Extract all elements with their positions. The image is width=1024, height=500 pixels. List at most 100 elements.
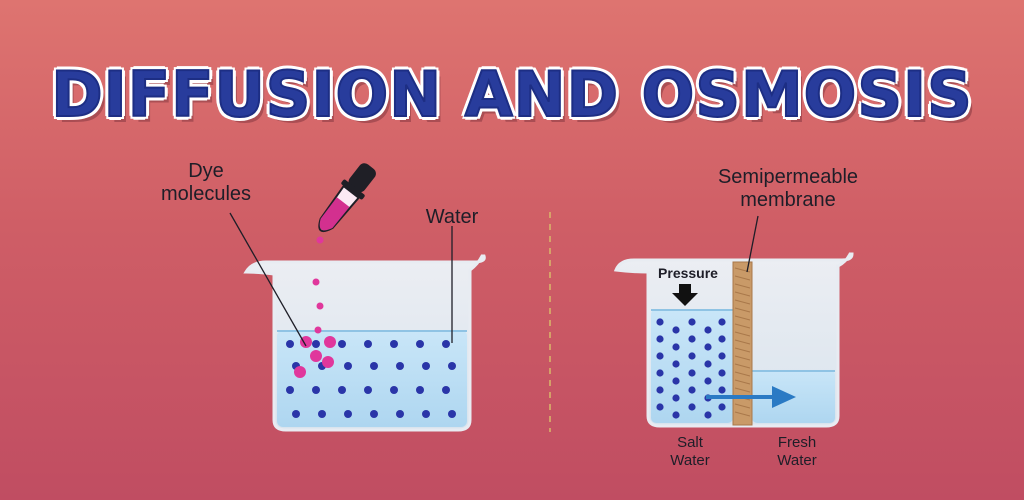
salt-water-molecule	[688, 352, 696, 360]
water-molecule	[448, 362, 456, 370]
membrane-texture-stroke	[734, 363, 751, 369]
diffusion-water-molecules	[286, 340, 456, 418]
salt-water-molecule	[672, 326, 680, 334]
water-molecule	[312, 386, 320, 394]
salt-water-molecule	[704, 411, 712, 419]
membrane-texture-stroke	[734, 355, 751, 361]
membrane-texture-stroke	[734, 411, 751, 417]
salt-water-molecule	[704, 343, 712, 351]
salt-water-molecule	[656, 369, 664, 377]
salt-water-molecule	[672, 377, 680, 385]
dye-molecule	[300, 336, 312, 348]
salt-water-molecule	[688, 403, 696, 411]
membrane-texture-stroke	[734, 347, 751, 353]
salt-water-molecule	[718, 386, 726, 394]
dye-molecule	[310, 350, 322, 362]
membrane-texture-stroke	[734, 331, 751, 337]
salt-water-molecule	[704, 377, 712, 385]
membrane-texture-stroke	[734, 403, 751, 409]
dye-leader-line	[229, 212, 307, 347]
salt-water-molecule	[656, 335, 664, 343]
diffusion-beaker	[243, 254, 486, 432]
membrane-texture-stroke	[734, 275, 751, 281]
dye-molecules-label: Dye molecules	[160, 160, 252, 205]
salt-water-molecule	[672, 360, 680, 368]
membrane-texture-stroke	[734, 307, 751, 313]
water-molecule	[292, 410, 300, 418]
water-molecule	[390, 340, 398, 348]
salt-water-molecule	[688, 335, 696, 343]
water-molecule	[390, 386, 398, 394]
semipermeable-membrane	[732, 261, 753, 426]
salt-water-molecule	[672, 411, 680, 419]
dropper-icon	[318, 163, 376, 233]
salt-water-molecule	[704, 360, 712, 368]
dye-drop	[314, 326, 322, 334]
water-molecule	[286, 386, 294, 394]
salt-water-molecule	[672, 343, 680, 351]
salt-water-molecule	[688, 386, 696, 394]
dye-molecule	[324, 336, 336, 348]
dye-drop	[316, 236, 324, 244]
membrane-texture-stroke	[734, 371, 751, 377]
salt-water-molecule	[656, 352, 664, 360]
membrane-texture-stroke	[734, 387, 751, 393]
salt-water-molecule	[704, 326, 712, 334]
water-molecule	[442, 386, 450, 394]
salt-water-molecule	[718, 403, 726, 411]
pressure-label: Pressure	[658, 265, 718, 281]
water-molecule	[318, 410, 326, 418]
pressure-arrow-icon	[672, 284, 698, 306]
salt-water-molecule	[718, 369, 726, 377]
water-molecule	[370, 362, 378, 370]
membrane-texture-stroke	[734, 291, 751, 297]
salt-water-label: Salt Water	[670, 434, 710, 469]
membrane-texture-stroke	[734, 339, 751, 345]
diagram-title: DIFFUSION AND OSMOSIS	[50, 57, 973, 132]
water-molecule	[344, 410, 352, 418]
salt-water-molecule	[672, 394, 680, 402]
membrane-texture-stroke	[734, 315, 751, 321]
falling-dye-drops	[312, 236, 324, 334]
water-molecule	[396, 410, 404, 418]
membrane-texture-stroke	[734, 283, 751, 289]
fresh-water-label: Fresh Water	[777, 434, 817, 469]
water-molecule	[338, 340, 346, 348]
water-molecule	[422, 362, 430, 370]
water-molecule	[416, 340, 424, 348]
water-label: Water	[425, 206, 479, 228]
salt-water-molecule	[656, 318, 664, 326]
water-molecule	[442, 340, 450, 348]
salt-water-molecule	[688, 318, 696, 326]
salt-water-molecule	[718, 352, 726, 360]
membrane-label: Semipermeable membrane	[717, 166, 859, 211]
water-molecule	[312, 340, 320, 348]
water-molecule	[416, 386, 424, 394]
salt-water-molecule	[656, 386, 664, 394]
salt-water-molecule	[718, 335, 726, 343]
water-molecule	[396, 362, 404, 370]
water-molecule	[370, 410, 378, 418]
diffusion-dye-molecules	[294, 336, 336, 378]
diffusion-water	[277, 330, 467, 427]
salt-water	[651, 309, 733, 423]
water-molecule	[448, 410, 456, 418]
dye-molecule	[294, 366, 306, 378]
water-molecule	[364, 386, 372, 394]
membrane-texture-stroke	[734, 299, 751, 305]
membrane-leader-line	[746, 215, 759, 273]
salt-water-molecule	[656, 403, 664, 411]
water-molecule	[286, 340, 294, 348]
water-molecule	[364, 340, 372, 348]
dye-molecule	[322, 356, 334, 368]
dye-drop	[316, 302, 324, 310]
membrane-texture-stroke	[734, 323, 751, 329]
salt-water-molecule	[718, 318, 726, 326]
salt-water-molecule	[688, 369, 696, 377]
water-molecule	[422, 410, 430, 418]
water-flow-arrow-icon	[706, 386, 796, 408]
membrane-texture-stroke	[734, 379, 751, 385]
dye-drop	[312, 278, 320, 286]
